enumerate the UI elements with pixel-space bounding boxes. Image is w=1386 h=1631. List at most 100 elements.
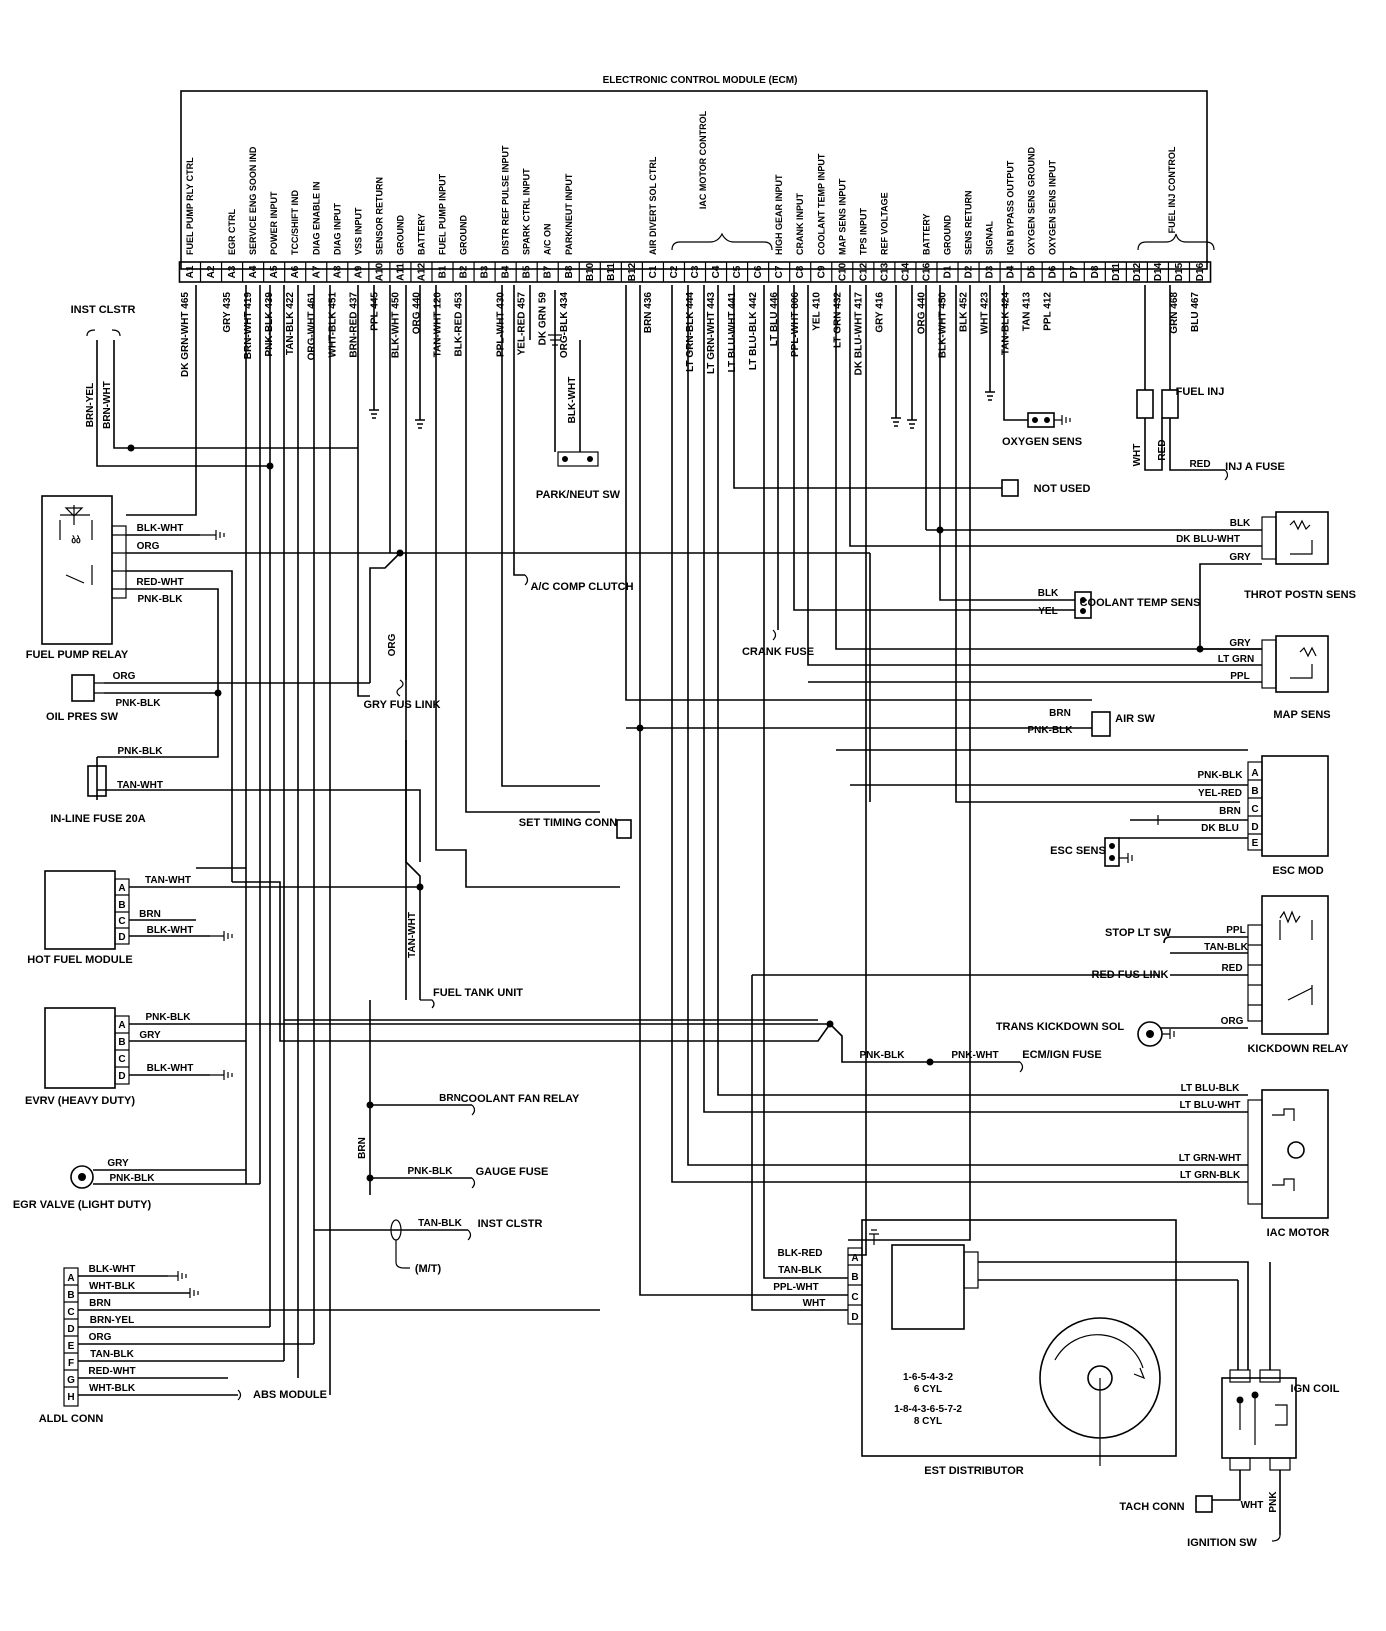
ecm-pin-wire-id: WHT 423: [980, 292, 991, 335]
wire-wht-est: WHT: [803, 1298, 826, 1309]
wire-ppl-wht-est: PPL-WHT: [773, 1282, 819, 1293]
ecm-pin-function: FUEL PUMP RLY CTRL: [185, 157, 195, 255]
iac-motor-box: [1261, 1089, 1329, 1219]
wire-lt-grn-wht-iac: LT GRN-WHT: [1179, 1153, 1242, 1164]
ecm-pin-id: C7: [774, 265, 785, 278]
ecm-pin-id: A9: [353, 265, 364, 278]
hot-fuel-module-label: HOT FUEL MODULE: [27, 954, 133, 966]
esc-mod-box: [1261, 755, 1329, 857]
wire-dk-blu-esc: DK BLU: [1201, 823, 1239, 834]
wire-gry-egr: GRY: [107, 1158, 129, 1169]
evrv-box: [44, 1007, 116, 1089]
ecm-pin-wire-id: ORG-WHT 461: [306, 292, 317, 361]
fuel-inj-1: [1136, 389, 1154, 419]
mt-label: (M/T): [415, 1263, 442, 1275]
wire-blk-cts: BLK: [1038, 588, 1059, 599]
wire-tan-blk-clstr: TAN-BLK: [418, 1218, 462, 1229]
air-sw-label: AIR SW: [1115, 713, 1155, 725]
wire-red-wht-aldl: RED-WHT: [88, 1366, 135, 1377]
ecm-pin-wire-id: LT GRN-BLK 444: [685, 292, 696, 372]
map-sens-box: [1275, 635, 1329, 693]
ecm-pin-function: A/C ON: [543, 224, 553, 256]
ecm-pin-function: BATTERY: [921, 214, 931, 256]
wire-ppl-kd: PPL: [1226, 925, 1245, 936]
ecm-pin-id: C13: [879, 262, 890, 281]
ecm-pin-id: A7: [311, 265, 322, 278]
ecm-pin-id: C1: [648, 265, 659, 278]
ecm-pin-wire-id: ORG 440: [411, 292, 422, 335]
wire-tan-blk-kd: TAN-BLK: [1204, 942, 1248, 953]
ecm-pin-function: TPS INPUT: [858, 207, 868, 255]
ecm-pin-id: A12: [416, 262, 427, 281]
ecm-pin-id: C5: [732, 265, 743, 278]
est-distributor-label: EST DISTRIBUTOR: [924, 1465, 1023, 1477]
wire-lt-blu-blk-iac: LT BLU-BLK: [1181, 1083, 1240, 1094]
ecm-pin-function: TCC/SHIFT IND: [290, 190, 300, 255]
ecm-pin-id: C14: [900, 262, 911, 281]
ecm-pin-id: B7: [543, 265, 554, 278]
ecm-pin-function: GROUND: [943, 215, 953, 255]
aldl-pin-letter: B: [67, 1290, 74, 1301]
wire-pnk-blk-ecm: PNK-BLK: [860, 1050, 906, 1061]
wire-pnk-blk-esc: PNK-BLK: [1198, 770, 1244, 781]
ecm-pin-id: A4: [248, 265, 259, 278]
svg-text:C: C: [118, 1054, 125, 1065]
svg-text:A: A: [851, 1253, 858, 1264]
map-sens-label: MAP SENS: [1273, 709, 1330, 721]
ecm-pin-function: GROUND: [395, 215, 405, 255]
inst-clstr-bottom-label: INST CLSTR: [478, 1218, 543, 1230]
wire-org-relay: ORG: [137, 541, 160, 552]
wire-pnk-blk-relay: PNK-BLK: [138, 594, 184, 605]
ecm-pin-function: REF VOLTAGE: [879, 192, 889, 255]
ecm-pin-wire-id: GRN 468: [1169, 292, 1180, 334]
hot-fuel-module-box: [44, 870, 116, 950]
ecm-pin-id: C6: [753, 265, 764, 278]
wire-yel-red-esc: YEL-RED: [1198, 788, 1242, 799]
ecm-pin-id: C3: [690, 265, 701, 278]
ecm-pin-function: PARK/NEUT INPUT: [564, 173, 574, 255]
ign-coil-box: [1221, 1377, 1297, 1459]
iac-group-label: IAC MOTOR CONTROL: [698, 110, 708, 209]
wire-blk-wht-evrv: BLK-WHT: [147, 1063, 194, 1074]
gry-fus-link-label: GRY FUS LINK: [363, 699, 440, 711]
ecm-pin-id: A5: [269, 265, 280, 278]
ecm-pin-function: SIGNAL: [985, 220, 995, 255]
coolant-fan-relay-label: COOLANT FAN RELAY: [461, 1093, 580, 1105]
wire-red-kd: RED: [1221, 963, 1242, 974]
wire-gry-tps: GRY: [1229, 552, 1251, 563]
park-neut-sw-label: PARK/NEUT SW: [536, 489, 621, 501]
ecm-pin-function: SERVICE ENG SOON IND: [248, 146, 258, 255]
aldl-pin-letter: A: [67, 1273, 74, 1284]
ecm-pin-id: D8: [1090, 265, 1101, 278]
esc-sens-label: ESC SENS: [1050, 845, 1106, 857]
ecm-pin-function: POWER INPUT: [269, 191, 279, 255]
ecm-pin-id: D1: [943, 265, 954, 278]
ecm-pin-function: CRANK INPUT: [795, 192, 805, 255]
oxygen-sens-box: [1027, 412, 1055, 428]
aldl-pin-letter: H: [67, 1392, 74, 1403]
ecm-pin-wire-id: TAN-WHT 120: [433, 292, 444, 358]
ecm-pin-id: C8: [795, 265, 806, 278]
wire-org-oil: ORG: [113, 671, 136, 682]
wire-red-inj: RED: [1189, 459, 1210, 470]
fuel-pump-relay-label: FUEL PUMP RELAY: [26, 649, 129, 661]
ecm-pin-wire-id: BLU 467: [1190, 292, 1201, 332]
ecm-pin-function: COOLANT TEMP INPUT: [816, 153, 826, 255]
est-distributor-box: [861, 1219, 1177, 1457]
gauge-fuse-label: GAUGE FUSE: [476, 1166, 549, 1178]
tach-conn-label: TACH CONN: [1119, 1501, 1184, 1513]
ecm-pin-id: D15: [1174, 262, 1185, 281]
ecm-pin-function: DISTR REF PULSE INPUT: [501, 145, 511, 255]
wire-pnk-blk-oil: PNK-BLK: [116, 698, 162, 709]
cyl-6: 6 CYL: [914, 1384, 942, 1395]
set-timing-conn: [616, 819, 632, 839]
wire-pnk-blk-gauge: PNK-BLK: [408, 1166, 454, 1177]
ecm-pin-wire-id: GRY 416: [874, 292, 885, 333]
ecm-pin-wire-id: DK GRN 59: [538, 292, 549, 346]
ecm-pin-id: A3: [227, 265, 238, 278]
svg-text:ბბ: ბბ: [71, 535, 81, 545]
ecm-pin-id: D4: [1006, 265, 1017, 278]
ecm-pin-wire-id: ORG-BLK 434: [559, 292, 570, 359]
wire-ppl-map: PPL: [1230, 671, 1249, 682]
